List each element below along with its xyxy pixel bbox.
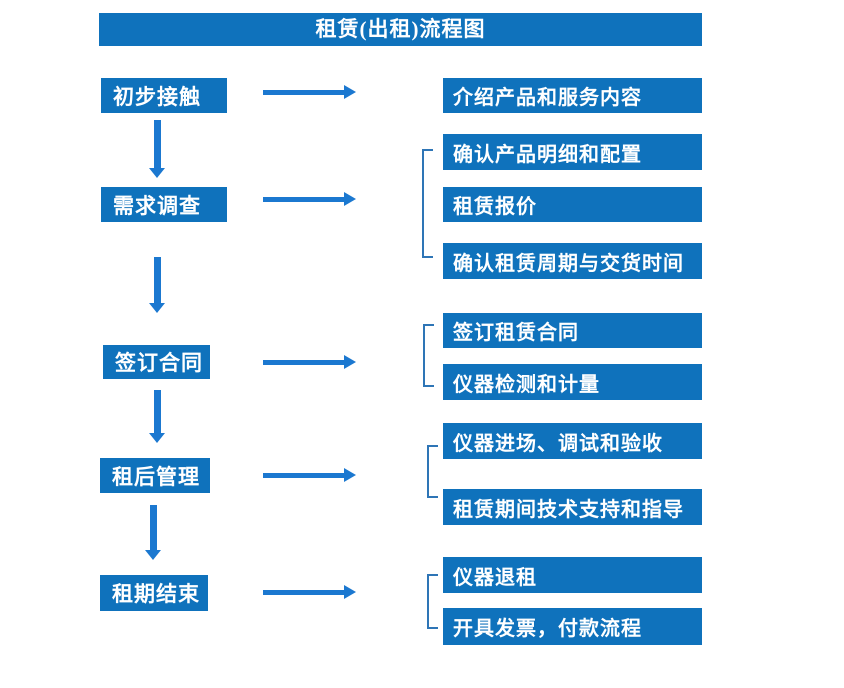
group-bracket-4 [427, 574, 438, 629]
down-arrow-shaft [153, 257, 161, 303]
down-arrow-2 [149, 257, 165, 313]
detail-box-intro-products: 介绍产品和服务内容 [443, 78, 702, 113]
right-arrow-head [344, 192, 356, 206]
down-arrow-4 [145, 505, 161, 560]
group-bracket-3 [427, 445, 438, 498]
step-box-rental-end: 租期结束 [100, 575, 208, 611]
step-box-sign-contract: 签订合同 [103, 345, 210, 379]
group-bracket-2 [423, 324, 434, 387]
right-arrow-3 [263, 355, 356, 369]
step-box-post-rental-management: 租后管理 [100, 458, 210, 493]
right-arrow-head [344, 85, 356, 99]
right-arrow-shaft [263, 89, 344, 95]
group-bracket-1 [422, 149, 433, 258]
right-arrow-shaft [263, 196, 344, 202]
detail-box-confirm-product-details: 确认产品明细和配置 [443, 134, 702, 170]
right-arrow-shaft [263, 359, 344, 365]
down-arrow-head [149, 433, 165, 443]
right-arrow-head [344, 585, 356, 599]
detail-box-tech-support: 租赁期间技术支持和指导 [443, 489, 702, 525]
detail-box-rental-quote: 租赁报价 [443, 187, 702, 222]
right-arrow-4 [263, 468, 356, 482]
flowchart-title: 租赁(出租)流程图 [99, 13, 702, 46]
down-arrow-head [149, 168, 165, 178]
detail-box-sign-rental-contract: 签订租赁合同 [443, 313, 702, 348]
right-arrow-shaft [263, 472, 344, 478]
detail-box-instrument-return: 仪器退租 [443, 557, 702, 593]
down-arrow-head [149, 303, 165, 313]
down-arrow-shaft [153, 120, 161, 168]
detail-box-confirm-rental-period: 确认租赁周期与交货时间 [443, 243, 702, 279]
step-box-demand-survey: 需求调查 [101, 187, 227, 222]
right-arrow-head [344, 468, 356, 482]
detail-box-instrument-entry: 仪器进场、调试和验收 [443, 423, 702, 459]
right-arrow-1 [263, 85, 356, 99]
detail-box-invoice-payment: 开具发票，付款流程 [443, 608, 702, 645]
right-arrow-shaft [263, 589, 344, 595]
down-arrow-3 [149, 390, 165, 443]
right-arrow-head [344, 355, 356, 369]
down-arrow-shaft [149, 505, 157, 550]
step-box-initial-contact: 初步接触 [101, 78, 227, 113]
right-arrow-5 [263, 585, 356, 599]
down-arrow-shaft [153, 390, 161, 433]
down-arrow-1 [149, 120, 165, 178]
detail-box-instrument-testing: 仪器检测和计量 [443, 364, 702, 400]
right-arrow-2 [263, 192, 356, 206]
down-arrow-head [145, 550, 161, 560]
